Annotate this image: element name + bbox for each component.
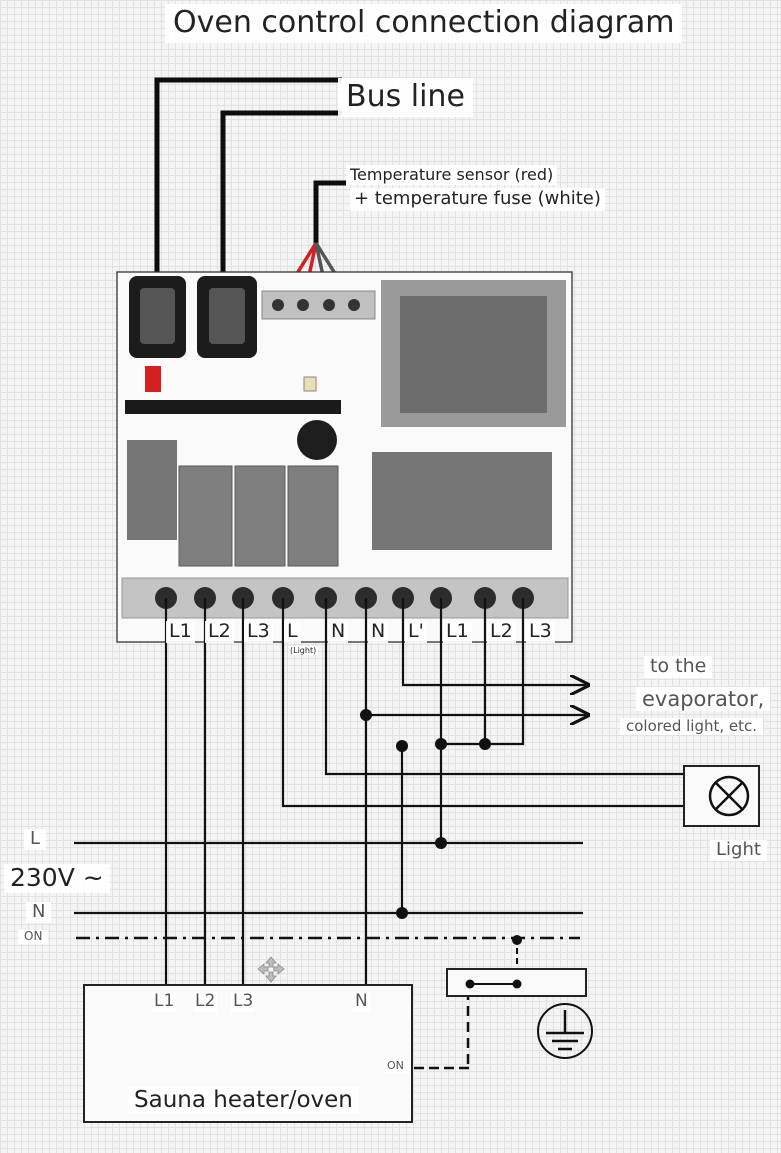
terminal-strip xyxy=(121,577,569,619)
move-cursor-icon xyxy=(257,956,285,983)
lamp-icon xyxy=(708,775,750,817)
terminal-label: L3 xyxy=(244,620,273,643)
evaporator-label-line3: colored light, etc. xyxy=(620,717,764,736)
switch-box xyxy=(446,968,587,997)
terminal-label: L2 xyxy=(205,620,234,643)
heater-on-label: ON xyxy=(384,1059,407,1073)
vertical-wires xyxy=(164,598,684,985)
terminal-label: L3 xyxy=(526,620,555,643)
bus-line-cables xyxy=(154,77,342,278)
bus-line-label: Bus line xyxy=(338,78,473,117)
heater-n-label: N xyxy=(352,991,371,1012)
on-control-line xyxy=(76,935,580,1070)
light-terminal-note: (Light) xyxy=(288,646,319,656)
heater-terminal-label: L2 xyxy=(193,991,218,1012)
terminal-label: L' xyxy=(405,620,427,643)
status-led xyxy=(145,366,161,392)
horizontal-wires xyxy=(74,715,586,915)
supply-voltage-label: 230V ~ xyxy=(4,863,110,893)
junction-dots xyxy=(360,709,491,919)
terminal-label: L xyxy=(284,620,301,643)
evaporator-label-line2: evaporator, xyxy=(636,687,771,712)
heater-terminal-label: L3 xyxy=(231,991,256,1012)
terminal-label: L1 xyxy=(166,620,195,643)
terminal-label: L2 xyxy=(487,620,516,643)
sensor-label-line2: + temperature fuse (white) xyxy=(350,188,605,211)
light-label: Light xyxy=(710,839,767,861)
heater-terminal-label: L1 xyxy=(152,991,177,1012)
supply-l-label: L xyxy=(24,828,47,850)
evaporator-label-line1: to the xyxy=(644,655,713,678)
terminal-label: N xyxy=(368,620,389,643)
heater-label: Sauna heater/oven xyxy=(128,1087,359,1114)
relay-2 xyxy=(234,465,286,567)
relay-3 xyxy=(287,465,339,567)
control-board xyxy=(116,271,573,643)
supply-on-label: ON xyxy=(18,929,49,944)
relay-1 xyxy=(178,465,233,567)
terminal-label: N xyxy=(328,620,349,643)
diagram-title: Oven control connection diagram xyxy=(165,4,683,43)
supply-n-label: N xyxy=(26,901,52,923)
light-box xyxy=(683,765,760,827)
ground-icon xyxy=(537,1003,593,1059)
sensor-label-line1: Temperature sensor (red) xyxy=(346,165,558,186)
terminal-label: L1 xyxy=(443,620,472,643)
